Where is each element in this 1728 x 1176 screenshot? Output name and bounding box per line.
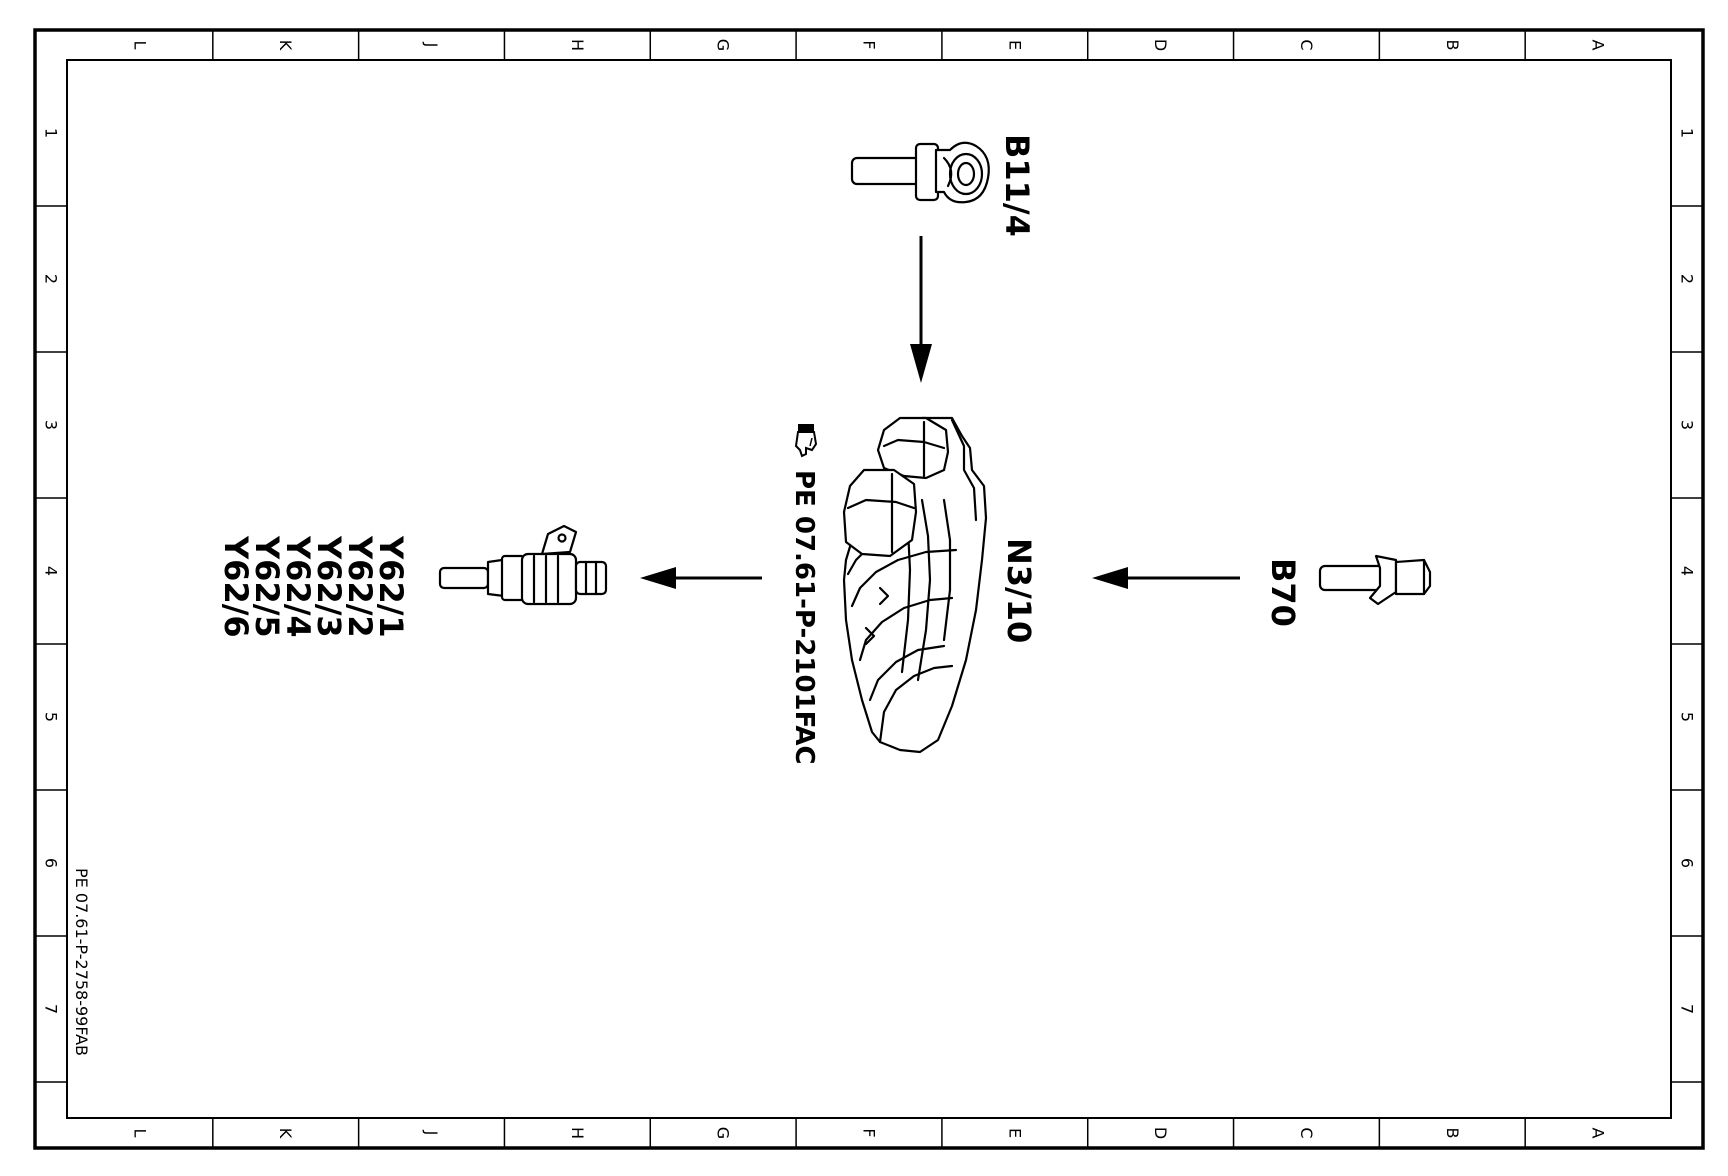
row-dividers <box>35 205 1703 1083</box>
row-label: 6 <box>42 858 61 868</box>
column-label: J <box>422 1130 441 1136</box>
row-labels: 1 1 2 2 3 3 4 4 5 5 6 6 7 7 <box>42 128 1697 1014</box>
row-label: 7 <box>42 1004 61 1014</box>
column-label: G <box>714 39 733 51</box>
column-label: G <box>714 1127 733 1139</box>
column-label: C <box>1297 39 1316 50</box>
row-label: 2 <box>1678 274 1697 284</box>
column-dividers <box>212 30 1526 1148</box>
column-label: B <box>1443 1128 1462 1139</box>
row-label: 4 <box>1678 566 1697 576</box>
label-n3-10: N3/10 <box>1000 538 1038 643</box>
column-label: J <box>422 42 441 48</box>
column-label: H <box>568 1127 587 1139</box>
row-label: 3 <box>42 420 61 430</box>
pointing-hand-icon <box>794 424 818 458</box>
row-label: 3 <box>1678 420 1697 430</box>
column-label: C <box>1297 1127 1316 1138</box>
column-label: A <box>1589 1128 1608 1139</box>
row-label: 6 <box>1678 858 1697 868</box>
injector-label: Y62/5 <box>248 535 286 638</box>
row-label: 1 <box>42 128 61 138</box>
drawing-id: PE 07.61-P-2758-99FAB <box>72 868 91 1056</box>
column-label: D <box>1151 1127 1170 1139</box>
arrow-b70-to-ecu <box>1092 567 1240 589</box>
column-label: E <box>1005 1128 1024 1138</box>
row-label: 5 <box>42 712 61 722</box>
control-unit-n3-10 <box>842 416 988 754</box>
row-label: 4 <box>42 566 61 576</box>
injector-label: Y62/4 <box>279 535 317 638</box>
column-label: K <box>276 40 295 51</box>
injector-label: Y62/3 <box>310 535 348 638</box>
row-label: 1 <box>1678 128 1697 138</box>
injector-label: Y62/6 <box>217 535 255 638</box>
arrow-sensor-to-ecu <box>910 236 932 383</box>
row-label: 2 <box>42 274 61 284</box>
row-label: 7 <box>1678 1004 1697 1014</box>
column-label: D <box>1151 39 1170 51</box>
column-label: F <box>860 1128 879 1137</box>
injector-label: Y62/2 <box>341 535 379 638</box>
crankshaft-sensor-b70 <box>1318 554 1432 606</box>
inner-border <box>66 59 1672 1119</box>
column-label: L <box>130 41 149 50</box>
fuel-injector-y62 <box>438 524 608 606</box>
column-label: A <box>1589 40 1608 51</box>
arrow-ecu-to-injector <box>640 567 762 589</box>
column-label: B <box>1443 40 1462 51</box>
column-label: L <box>130 1129 149 1138</box>
label-b11-4: B11/4 <box>998 134 1036 237</box>
column-label: K <box>276 1128 295 1139</box>
row-label: 5 <box>1678 712 1697 722</box>
reference-note: PE 07.61-P-2101FAC <box>789 470 819 765</box>
injector-label: Y62/1 <box>372 535 410 638</box>
outer-border <box>33 28 1705 1150</box>
column-label: H <box>568 39 587 51</box>
column-label: F <box>860 40 879 49</box>
label-b70: B70 <box>1264 558 1302 627</box>
temperature-sensor-b11-4 <box>850 141 990 204</box>
column-labels: L L K K J J H H G G F F E E D D C C B B A A <box>130 39 1607 1139</box>
column-label: E <box>1005 40 1024 50</box>
